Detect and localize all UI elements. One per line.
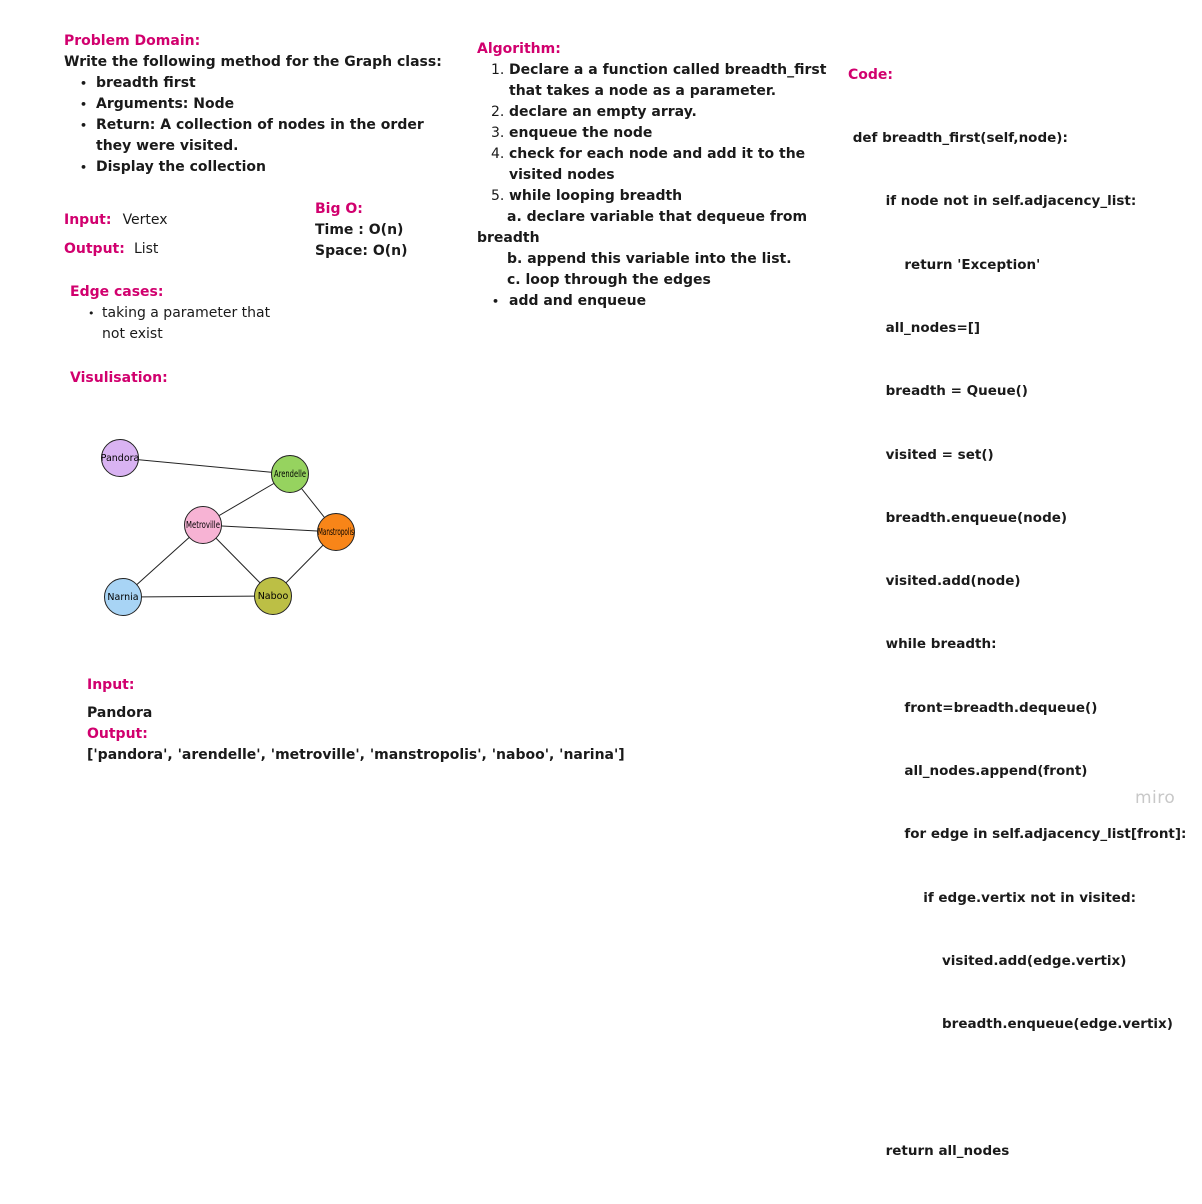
- edge-narnia-naboo: [122, 595, 274, 598]
- algorithm-section: Algorithm: 1.Declare a a function called…: [477, 39, 827, 312]
- algorithm-step-continuation: that takes a node as a parameter.: [509, 83, 777, 99]
- big-o-space: Space: O(n): [315, 243, 408, 259]
- graph-node-arendelle: Arendelle: [271, 455, 309, 493]
- code-line: return all_nodes: [848, 1142, 1010, 1159]
- graph-node-naboo: Naboo: [254, 577, 292, 615]
- algorithm-substep-a-continuation: breadth: [477, 230, 540, 246]
- graph-node-manstropolis: Manstropolis: [317, 513, 355, 551]
- big-o-section: Big O: Time : O(n) Space: O(n): [315, 199, 407, 262]
- visualisation-heading: Visulisation:: [70, 370, 168, 386]
- example-output-value: ['pandora', 'arendelle', 'metroville', '…: [87, 747, 625, 763]
- code-line: while breadth:: [848, 636, 997, 653]
- big-o-heading: Big O:: [315, 201, 363, 217]
- example-input-label: Input:: [87, 677, 135, 693]
- algorithm-heading: Algorithm:: [477, 41, 561, 57]
- graph-visualisation: Pandora Arendelle Metroville Manstropoli…: [101, 439, 355, 616]
- io-output-value: List: [133, 241, 159, 257]
- edge-metroville-manstropolis: [202, 524, 337, 533]
- code-line: visited.add(node): [848, 573, 1021, 590]
- algorithm-substep-a: a. declare variable that dequeue from: [507, 209, 808, 225]
- example-input-value: Pandora: [87, 705, 153, 721]
- algorithm-step: 3.enqueue the node: [491, 125, 653, 141]
- problem-bullet: •Display the collection: [80, 159, 267, 175]
- example-output-label: Output:: [87, 726, 148, 742]
- io-input-label: Input:: [64, 212, 112, 228]
- algorithm-step: 1.Declare a a function called breadth_fi…: [491, 62, 827, 78]
- edge-pandora-arendelle: [119, 457, 291, 475]
- node-label-manstropolis: Manstropolis: [318, 527, 354, 538]
- big-o-time: Time : O(n): [315, 222, 404, 238]
- algorithm-step: 4.check for each node and add it to the: [491, 146, 806, 162]
- algorithm-substep-bullet: •add and enqueue: [492, 293, 647, 309]
- code-line: [848, 1077, 1186, 1098]
- code-line: breadth.enqueue(node): [848, 509, 1068, 526]
- code-line: if edge.vertix not in visited:: [848, 889, 1137, 906]
- miro-watermark-logo: miro: [1135, 788, 1176, 808]
- problem-domain-heading: Problem Domain:: [64, 33, 201, 49]
- code-heading: Code:: [848, 67, 894, 83]
- edge-case-continuation: not exist: [102, 326, 163, 342]
- graph-node-pandora: Pandora: [101, 439, 140, 477]
- code-line: breadth = Queue(): [848, 383, 1028, 400]
- graph-node-metroville: Metroville: [184, 506, 222, 544]
- edge-cases-heading: Edge cases:: [70, 284, 164, 300]
- io-input-row: Input: Vertex: [64, 208, 168, 231]
- node-label-naboo: Naboo: [258, 591, 289, 602]
- code-section: Code: def breadth_first(self,node): if n…: [848, 65, 1186, 1204]
- node-label-metroville: Metroville: [186, 520, 220, 531]
- problem-domain-section: Problem Domain: Write the following meth…: [64, 31, 444, 178]
- problem-bullet: •Arguments: Node: [80, 96, 235, 112]
- algorithm-step: 5.while looping breadth: [491, 188, 683, 204]
- algorithm-substep-c: c. loop through the edges: [507, 272, 711, 288]
- graph-node-narnia: Narnia: [104, 578, 142, 616]
- algorithm-substep-b: b. append this variable into the list.: [507, 251, 792, 267]
- edge-cases-section: Edge cases: •taking a parameter that not…: [70, 282, 270, 345]
- code-line: visited = set(): [848, 446, 994, 463]
- code-line: return 'Exception': [848, 256, 1041, 273]
- node-label-pandora: Pandora: [101, 453, 140, 464]
- algorithm-step: 2.declare an empty array.: [491, 104, 697, 120]
- problem-intro: Write the following method for the Graph…: [64, 54, 442, 70]
- problem-bullet-continuation: they were visited.: [96, 138, 239, 154]
- code-line: visited.add(edge.vertix): [848, 952, 1127, 969]
- code-line: breadth.enqueue(edge.vertix): [848, 1016, 1173, 1033]
- code-block: def breadth_first(self,node): if node no…: [848, 86, 1187, 1204]
- io-output-label: Output:: [64, 241, 125, 257]
- code-line: all_nodes=[]: [848, 320, 981, 337]
- node-label-narnia: Narnia: [107, 592, 138, 603]
- edge-case-item: •taking a parameter that: [88, 305, 271, 321]
- code-line: front=breadth.dequeue(): [848, 699, 1098, 716]
- code-line: if node not in self.adjacency_list:: [848, 193, 1137, 210]
- io-input-value: Vertex: [122, 212, 168, 228]
- node-label-arendelle: Arendelle: [274, 469, 306, 480]
- problem-bullet: •breadth first: [80, 75, 196, 91]
- code-line: for edge in self.adjacency_list[front]:: [848, 826, 1187, 843]
- code-line: all_nodes.append(front): [848, 763, 1088, 779]
- code-line: def breadth_first(self,node):: [848, 130, 1068, 147]
- algorithm-step-continuation: visited nodes: [509, 167, 615, 183]
- io-output-row: Output: List: [64, 237, 158, 260]
- problem-bullet: •Return: A collection of nodes in the or…: [80, 117, 424, 133]
